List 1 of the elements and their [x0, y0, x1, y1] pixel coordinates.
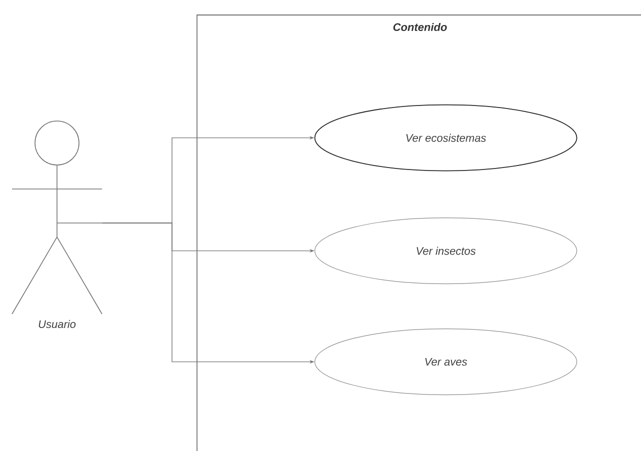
actor-label: Usuario: [38, 320, 76, 328]
